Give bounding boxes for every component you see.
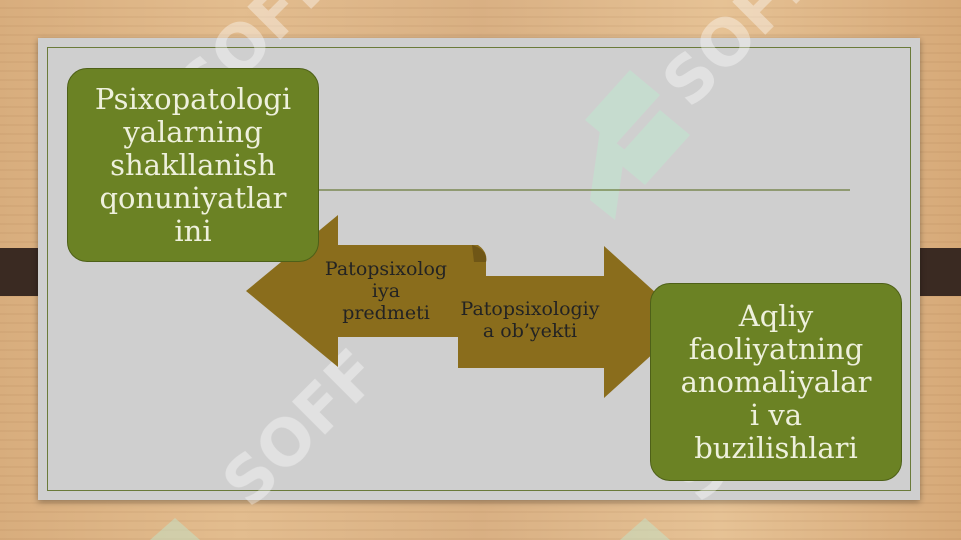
text-line: predmeti [342, 302, 430, 324]
text-line: iya [371, 280, 401, 302]
text-line: Aqliy [738, 298, 814, 333]
text-line: qonuniyatlar [99, 180, 287, 215]
text-line: shakllanish [110, 147, 276, 182]
concept-box-left-text: Psixopatologi yalarning shakllanish qonu… [94, 81, 292, 248]
arrow-left-label: Patopsixolog iya predmeti [302, 258, 470, 324]
arrow-right-label: Patopsixologiy a ob’yekti [440, 298, 620, 342]
text-line: anomaliyalar [680, 364, 872, 399]
text-line: i va [749, 397, 803, 432]
text-line: a ob’yekti [482, 320, 578, 342]
text-line: Patopsixolog [324, 258, 448, 280]
concept-box-right-text: Aqliy faoliyatning anomaliyalar i va buz… [680, 298, 872, 465]
concept-box-left: Psixopatologi yalarning shakllanish qonu… [67, 68, 319, 262]
slide-inner-frame [47, 47, 911, 491]
text-line: yalarning [123, 114, 263, 149]
arrow-fold [472, 245, 487, 262]
text-line: buzilishlari [694, 430, 858, 465]
text-line: faoliyatning [688, 331, 864, 366]
arrow-right-shape [458, 246, 688, 398]
concept-box-right: Aqliy faoliyatning anomaliyalar i va buz… [650, 283, 902, 481]
text-line: Psixopatologi [94, 81, 292, 116]
text-line: Patopsixologiy [460, 298, 600, 320]
text-line: ini [174, 213, 212, 248]
